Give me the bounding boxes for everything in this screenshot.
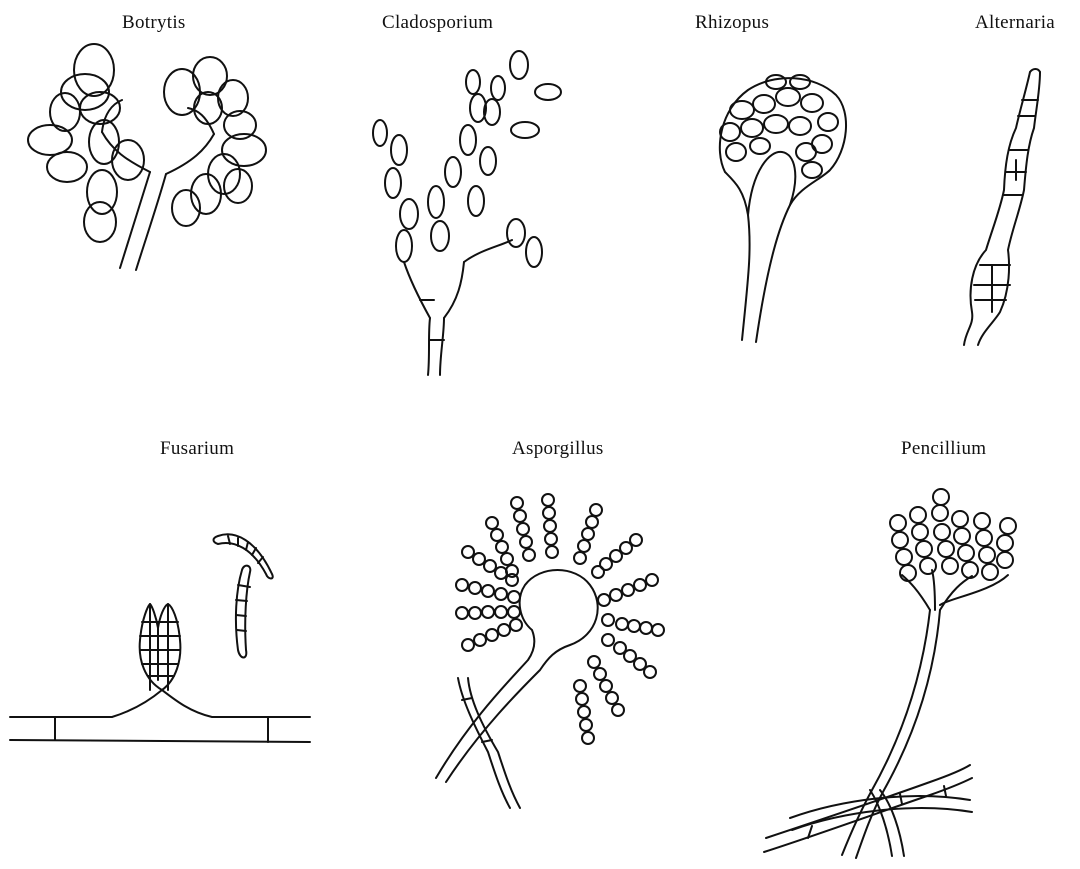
pencillium-drawing	[0, 0, 1080, 869]
